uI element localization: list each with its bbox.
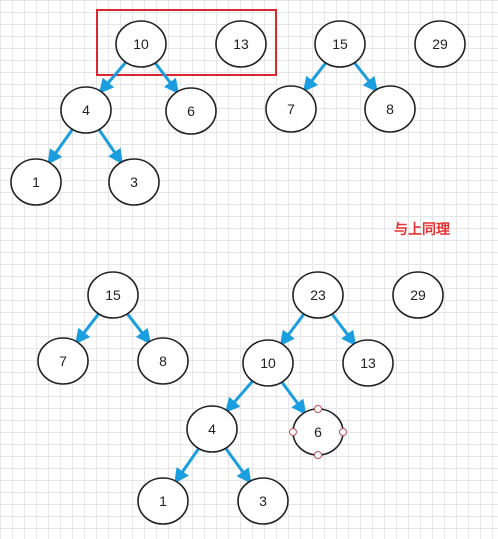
selection-handles[interactable] <box>289 405 347 459</box>
node-circle <box>414 20 466 68</box>
node-circle <box>265 85 317 133</box>
node-circle <box>60 86 112 134</box>
edge-arrow <box>174 445 202 484</box>
node-label: 23 <box>310 287 326 303</box>
tree-node[interactable]: 10 <box>115 20 167 68</box>
edge-arrow <box>222 445 252 484</box>
node-label: 4 <box>208 421 216 437</box>
tree-node[interactable]: 1 <box>137 477 189 525</box>
selection-handle-left[interactable] <box>289 428 297 436</box>
node-label: 29 <box>432 36 448 52</box>
tree-node[interactable]: 6 <box>165 87 217 135</box>
node-label: 3 <box>259 493 267 509</box>
tree-node[interactable]: 15 <box>87 271 139 319</box>
edge-arrow <box>152 59 180 95</box>
tree-node[interactable]: 6 <box>292 408 344 456</box>
tree-node[interactable]: 7 <box>37 337 89 385</box>
tree-node[interactable]: 3 <box>108 158 160 206</box>
edge-arrow <box>98 59 129 94</box>
node-circle <box>165 87 217 135</box>
node-circle <box>242 339 294 387</box>
edge-arrow <box>224 378 256 413</box>
edge-arrow <box>75 310 102 345</box>
node-label: 4 <box>82 102 90 118</box>
node-label: 29 <box>410 287 426 303</box>
node-circle <box>10 158 62 206</box>
tree-node[interactable]: 3 <box>237 477 289 525</box>
node-circle <box>87 271 139 319</box>
node-label: 1 <box>159 493 167 509</box>
node-label: 10 <box>260 355 276 371</box>
selection-handle-top[interactable] <box>314 405 322 413</box>
node-circle <box>186 405 238 453</box>
note-text: 与上同理 <box>394 222 450 238</box>
edges-layer <box>47 59 378 484</box>
edge-arrow <box>302 59 329 93</box>
node-label: 1 <box>32 174 40 190</box>
node-label: 15 <box>332 36 348 52</box>
node-circle <box>314 20 366 68</box>
node-circle <box>137 337 189 385</box>
node-circle <box>237 477 289 525</box>
tree-node[interactable]: 7 <box>265 85 317 133</box>
highlight-box <box>96 9 277 76</box>
node-label: 6 <box>187 103 195 119</box>
node-label: 3 <box>130 174 138 190</box>
node-circle <box>392 271 444 319</box>
edge-arrow <box>329 310 357 347</box>
node-label: 10 <box>133 36 149 52</box>
node-label: 7 <box>287 101 295 117</box>
tree-node[interactable]: 8 <box>364 85 416 133</box>
edge-arrow <box>279 379 307 416</box>
node-circle <box>342 339 394 387</box>
tree-node[interactable]: 10 <box>242 339 294 387</box>
node-label: 7 <box>59 353 67 369</box>
node-circle <box>115 20 167 68</box>
tree-node[interactable]: 4 <box>60 86 112 134</box>
selection-handle-bottom[interactable] <box>314 451 322 459</box>
edge-arrow <box>124 310 151 345</box>
tree-node[interactable]: 15 <box>314 20 366 68</box>
tree-node[interactable]: 13 <box>215 20 267 68</box>
node-circle <box>137 477 189 525</box>
edge-arrow <box>279 310 307 347</box>
edge-arrow <box>47 126 76 165</box>
node-circle <box>292 271 344 319</box>
node-circle <box>37 337 89 385</box>
node-label: 13 <box>233 36 249 52</box>
selection-handle-right[interactable] <box>339 428 347 436</box>
node-label: 8 <box>159 353 167 369</box>
tree-node[interactable]: 8 <box>137 337 189 385</box>
node-label: 6 <box>314 424 322 440</box>
tree-node[interactable]: 29 <box>414 20 466 68</box>
edge-arrow <box>351 59 378 93</box>
node-circle <box>215 20 267 68</box>
edge-arrow <box>96 126 123 165</box>
node-circle <box>364 85 416 133</box>
tree-node[interactable]: 29 <box>392 271 444 319</box>
tree-node[interactable]: 1 <box>10 158 62 206</box>
tree-node[interactable]: 4 <box>186 405 238 453</box>
node-label: 8 <box>386 101 394 117</box>
tree-node[interactable]: 13 <box>342 339 394 387</box>
node-label: 15 <box>105 287 121 303</box>
tree-node[interactable]: 23 <box>292 271 344 319</box>
node-label: 13 <box>360 355 376 371</box>
node-circle <box>108 158 160 206</box>
